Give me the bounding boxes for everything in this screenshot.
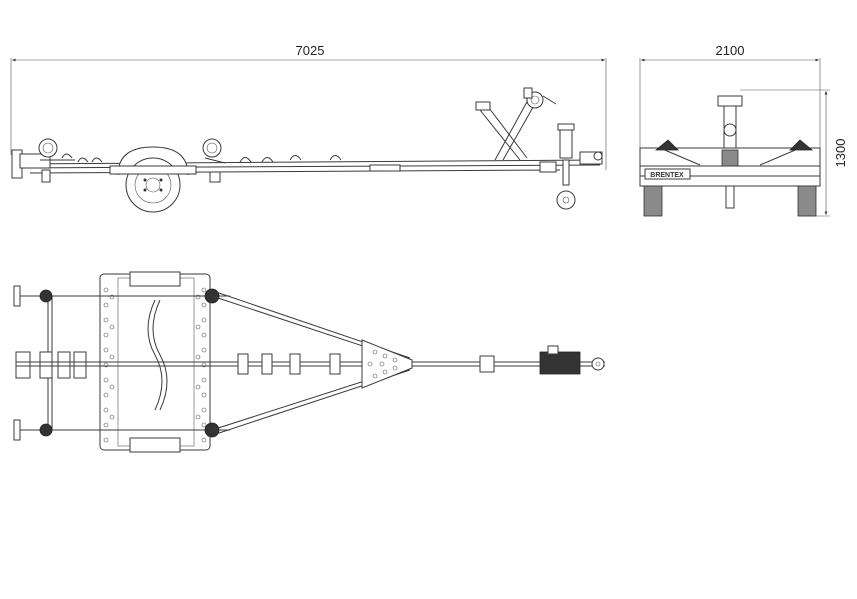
rear-left-wheel xyxy=(643,185,663,217)
brand-plate xyxy=(644,168,691,180)
winch-post xyxy=(475,87,557,161)
top-coupling xyxy=(479,345,605,375)
coupling-and-jockey xyxy=(539,123,603,210)
nose-plate xyxy=(361,339,413,389)
side-roller-front xyxy=(202,138,226,164)
dimension-width-label: 2100 xyxy=(716,43,745,58)
dimension-length: 7025 xyxy=(10,43,607,170)
rear-view: BRENTEX xyxy=(639,95,821,217)
dimension-height-label: 1300 xyxy=(833,139,848,168)
dimension-height: 1300 xyxy=(740,89,848,217)
side-view xyxy=(11,87,603,213)
side-wheel xyxy=(109,146,197,213)
top-view xyxy=(13,271,605,453)
rear-keel-rollers xyxy=(38,138,103,163)
dimension-width: 2100 xyxy=(639,43,821,150)
rear-right-wheel xyxy=(797,185,817,217)
side-keel-rollers xyxy=(209,155,401,183)
rear-roller-bottom xyxy=(39,423,53,437)
deck-perforations xyxy=(103,287,207,443)
brand-plate-text: BRENTEX xyxy=(650,172,684,179)
rear-roller-top xyxy=(39,289,53,303)
top-keel-rollers xyxy=(237,353,341,375)
top-rear-keel-rollers xyxy=(15,351,87,379)
dimension-length-label: 7025 xyxy=(296,43,325,58)
